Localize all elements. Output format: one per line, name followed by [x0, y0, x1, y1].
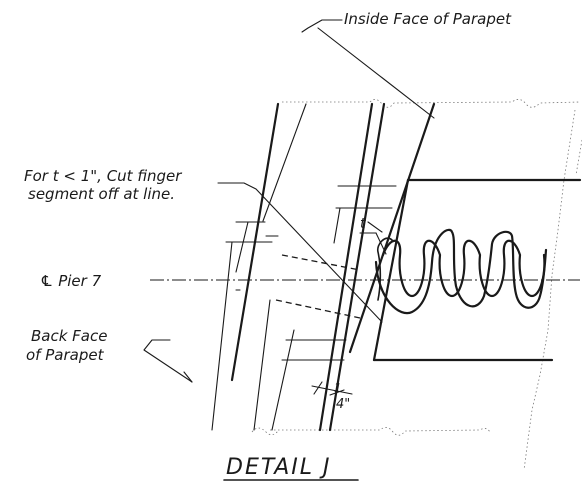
fraction-bar — [329, 389, 345, 396]
cut-note-line2: segment off at line. — [28, 185, 175, 203]
leaders — [143, 19, 435, 395]
back-face-line1: Back Face — [31, 327, 107, 345]
centerline-label: ℄ Pier 7 — [40, 272, 102, 290]
inside-face-label: Inside Face of Parapet — [344, 10, 512, 28]
cut-and-centerline — [150, 254, 580, 319]
cut-note-line1: For t < 1", Cut finger — [24, 167, 182, 185]
dimension-quarter-denominator: 4" — [336, 397, 350, 412]
detail-title: DETAIL J — [226, 455, 332, 480]
finger-serpentine — [374, 228, 548, 315]
dimension-t-label: t — [360, 216, 366, 232]
finger-block — [281, 178, 582, 362]
dimension-quarter-numerator: 1 — [334, 381, 342, 395]
break-lines — [251, 99, 582, 471]
back-face-line2: of Parapet — [26, 346, 105, 364]
